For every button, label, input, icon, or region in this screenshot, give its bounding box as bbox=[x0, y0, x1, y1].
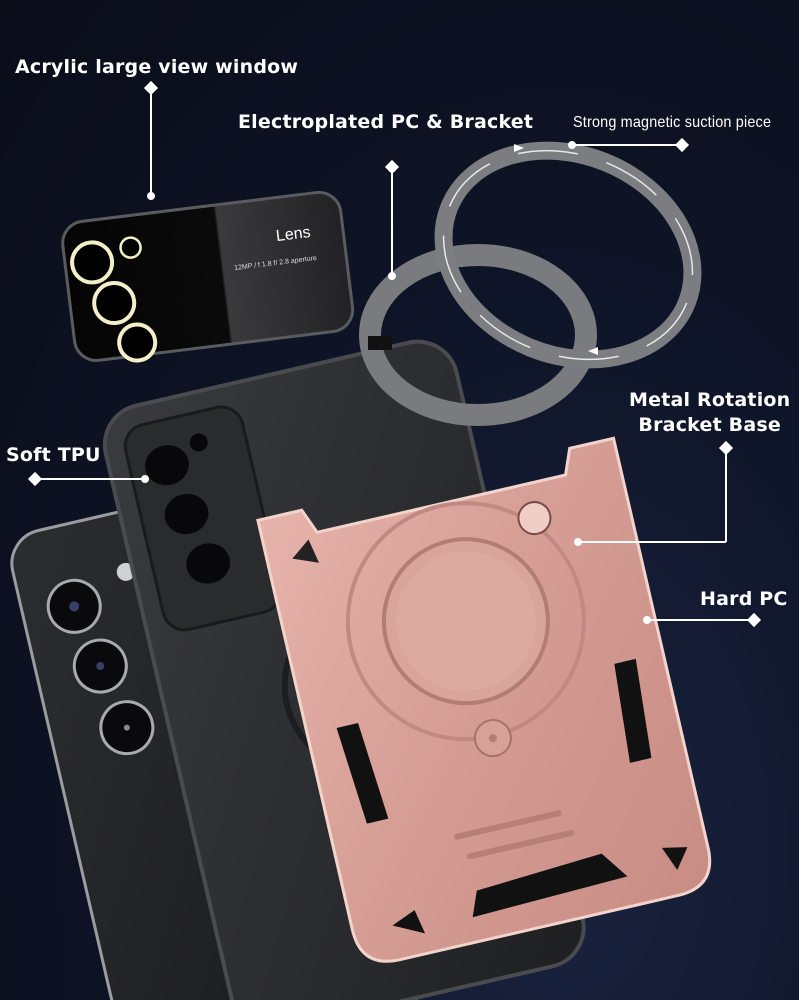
label-acrylic-window: Acrylic large view window bbox=[15, 56, 299, 78]
label-metal-rotation-bracket: Metal Rotation Bracket Base bbox=[629, 388, 790, 438]
label-hard-pc: Hard PC bbox=[700, 588, 788, 610]
label-electroplated-pc: Electroplated PC & Bracket bbox=[238, 111, 534, 133]
label-metal-line1: Metal Rotation bbox=[629, 389, 791, 411]
acrylic-lens-window bbox=[61, 190, 355, 363]
hard-pc-case bbox=[256, 436, 712, 963]
label-magnetic-suction: Strong magnetic suction piece bbox=[573, 114, 772, 131]
label-soft-tpu: Soft TPU bbox=[6, 444, 101, 466]
magnetic-ring bbox=[434, 141, 702, 369]
label-metal-line2: Bracket Base bbox=[638, 414, 781, 436]
leader-lines bbox=[27, 80, 762, 628]
bracket-ring bbox=[359, 244, 597, 426]
